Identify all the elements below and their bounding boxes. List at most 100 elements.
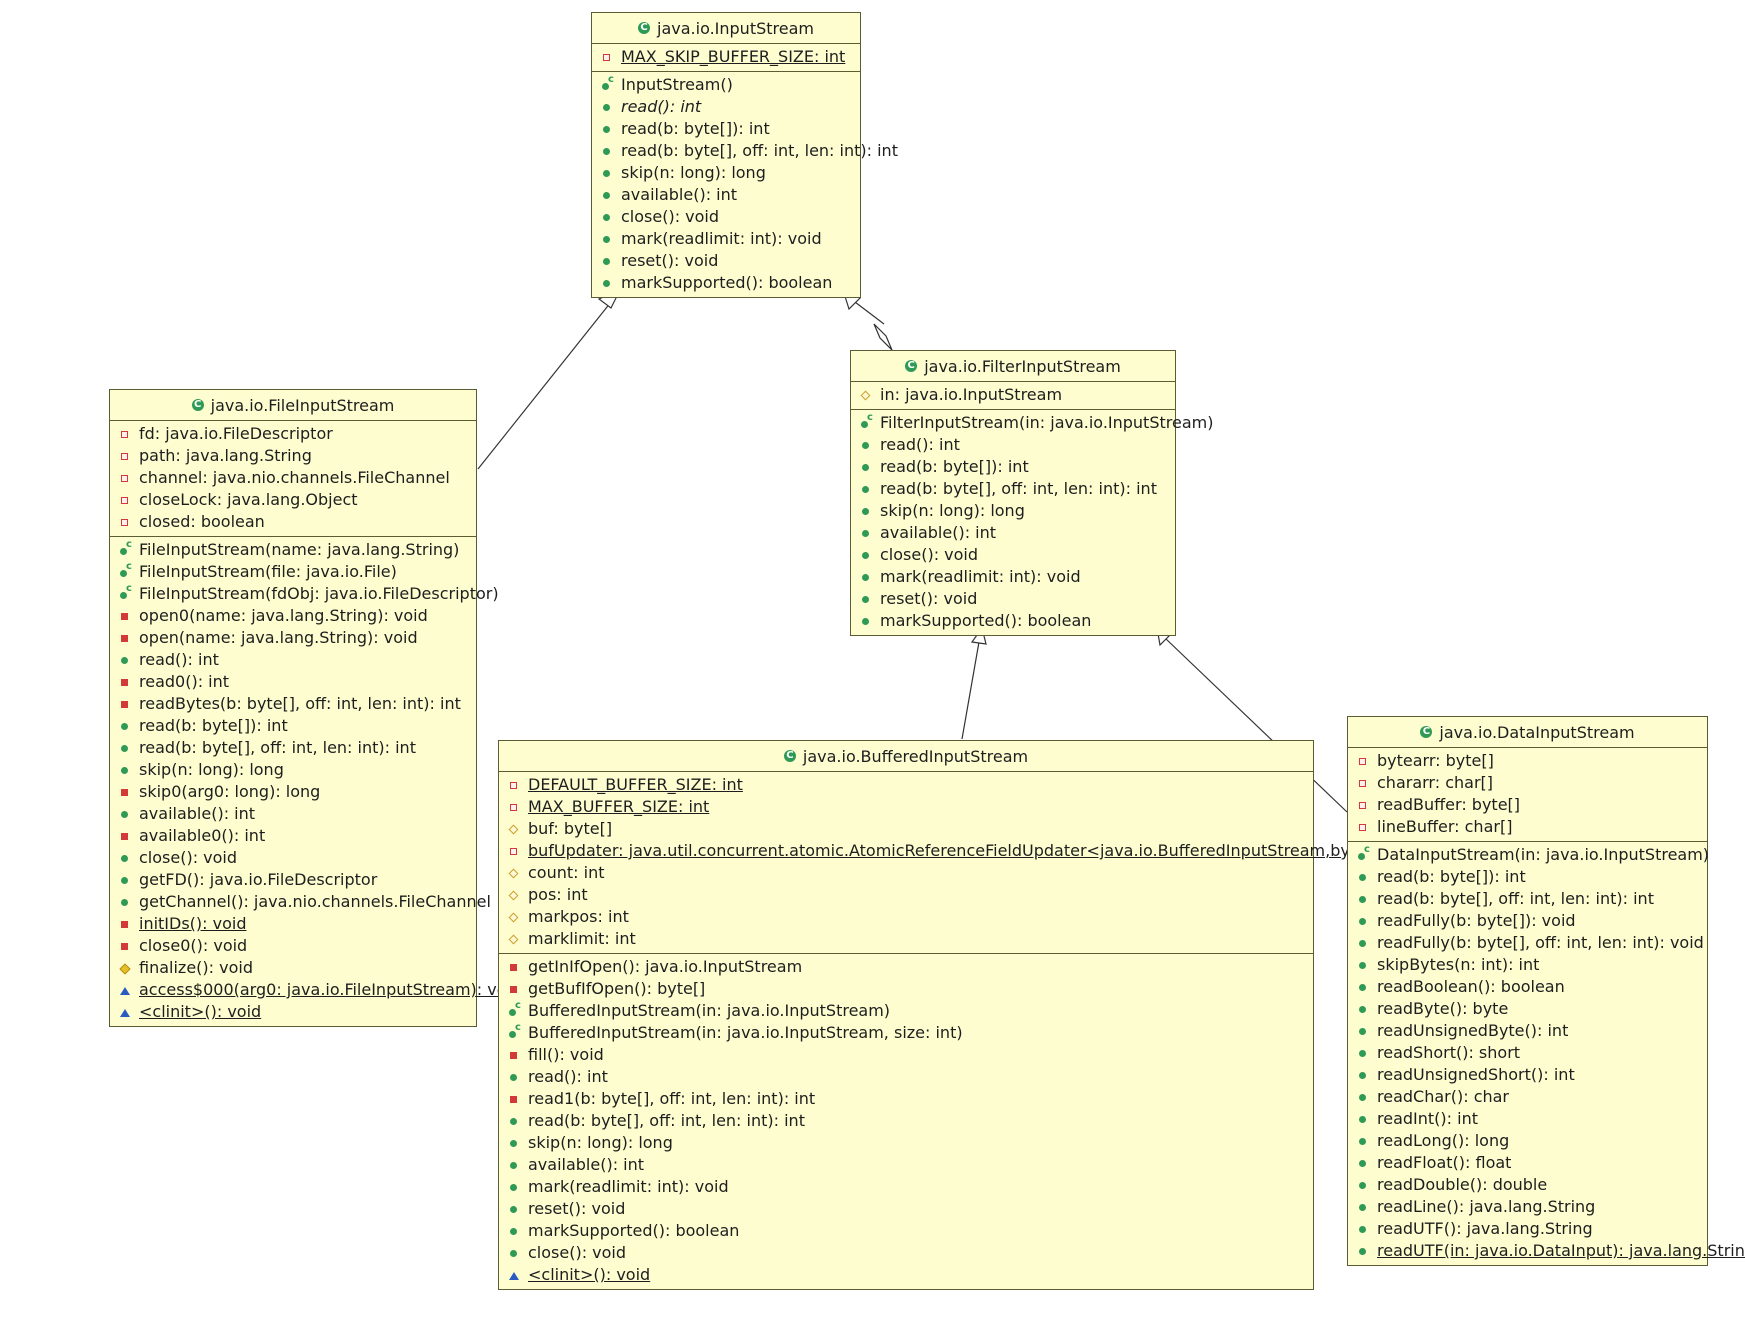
attribute-row[interactable]: closeLock: java.lang.Object xyxy=(110,489,476,511)
operation-row[interactable]: read(b: byte[], off: int, len: int): int xyxy=(110,737,476,759)
operation-row[interactable]: close(): void xyxy=(110,847,476,869)
attribute-row[interactable]: bytearr: byte[] xyxy=(1348,750,1707,772)
operation-row[interactable]: read(): int xyxy=(851,434,1175,456)
operation-row[interactable]: getInIfOpen(): java.io.InputStream xyxy=(499,956,1313,978)
operation-row[interactable]: read(): int xyxy=(110,649,476,671)
operation-row[interactable]: close(): void xyxy=(499,1242,1313,1264)
operation-row[interactable]: close(): void xyxy=(851,544,1175,566)
operation-row[interactable]: close(): void xyxy=(592,206,860,228)
operation-row[interactable]: readUnsignedByte(): int xyxy=(1348,1020,1707,1042)
attribute-row[interactable]: markpos: int xyxy=(499,906,1313,928)
operation-row[interactable]: FilterInputStream(in: java.io.InputStrea… xyxy=(851,412,1213,434)
operation-row[interactable]: FileInputStream(fdObj: java.io.FileDescr… xyxy=(110,583,499,605)
operation-row[interactable]: readInt(): int xyxy=(1348,1108,1707,1130)
operation-row[interactable]: read(b: byte[], off: int, len: int): int xyxy=(851,478,1175,500)
operation-row[interactable]: read(): int xyxy=(592,96,860,118)
operation-row[interactable]: read(b: byte[]): int xyxy=(1348,866,1707,888)
operation-row[interactable]: BufferedInputStream(in: java.io.InputStr… xyxy=(499,1022,1313,1044)
operation-row[interactable]: skipBytes(n: int): int xyxy=(1348,954,1707,976)
operation-row[interactable]: finalize(): void xyxy=(110,957,476,979)
operation-row[interactable]: skip(n: long): long xyxy=(499,1132,1313,1154)
operation-row[interactable]: read(b: byte[], off: int, len: int): int xyxy=(1348,888,1707,910)
attribute-row[interactable]: MAX_BUFFER_SIZE: int xyxy=(499,796,1313,818)
attribute-row[interactable]: path: java.lang.String xyxy=(110,445,476,467)
operation-row[interactable]: read0(): int xyxy=(110,671,476,693)
operation-row[interactable]: mark(readlimit: int): void xyxy=(851,566,1175,588)
operation-row[interactable]: readUnsignedShort(): int xyxy=(1348,1064,1707,1086)
attribute-row[interactable]: bufUpdater: java.util.concurrent.atomic.… xyxy=(499,840,1392,862)
operation-row[interactable]: read(b: byte[], off: int, len: int): int xyxy=(592,140,898,162)
operation-row[interactable]: reset(): void xyxy=(851,588,1175,610)
attribute-row[interactable]: marklimit: int xyxy=(499,928,1313,950)
operation-row[interactable]: <clinit>(): void xyxy=(499,1264,1313,1286)
attribute-row[interactable]: fd: java.io.FileDescriptor xyxy=(110,423,476,445)
operation-row[interactable]: skip(n: long): long xyxy=(592,162,860,184)
operation-row[interactable]: readFully(b: byte[], off: int, len: int)… xyxy=(1348,932,1707,954)
operation-row[interactable]: readFloat(): float xyxy=(1348,1152,1707,1174)
attribute-row[interactable]: closed: boolean xyxy=(110,511,476,533)
attribute-row[interactable]: channel: java.nio.channels.FileChannel xyxy=(110,467,476,489)
operation-row[interactable]: available(): int xyxy=(110,803,476,825)
operation-row[interactable]: mark(readlimit: int): void xyxy=(499,1176,1313,1198)
operation-row[interactable]: initIDs(): void xyxy=(110,913,476,935)
operation-row[interactable]: available(): int xyxy=(499,1154,1313,1176)
attribute-row[interactable]: count: int xyxy=(499,862,1313,884)
operation-row[interactable]: skip(n: long): long xyxy=(110,759,476,781)
operation-row[interactable]: close0(): void xyxy=(110,935,476,957)
operation-row[interactable]: FileInputStream(file: java.io.File) xyxy=(110,561,476,583)
attribute-row[interactable]: in: java.io.InputStream xyxy=(851,384,1175,406)
operation-row[interactable]: readChar(): char xyxy=(1348,1086,1707,1108)
operation-row[interactable]: readLong(): long xyxy=(1348,1130,1707,1152)
operation-row[interactable]: readLine(): java.lang.String xyxy=(1348,1196,1707,1218)
operation-row[interactable]: readUTF(in: java.io.DataInput): java.lan… xyxy=(1348,1240,1745,1262)
operation-row[interactable]: read(b: byte[]): int xyxy=(851,456,1175,478)
operation-row[interactable]: readFully(b: byte[]): void xyxy=(1348,910,1707,932)
operation-row[interactable]: reset(): void xyxy=(499,1198,1313,1220)
operation-row[interactable]: access$000(arg0: java.io.FileInputStream… xyxy=(110,979,521,1001)
operation-row[interactable]: markSupported(): boolean xyxy=(592,272,860,294)
operation-row[interactable]: readBoolean(): boolean xyxy=(1348,976,1707,998)
operation-row[interactable]: markSupported(): boolean xyxy=(851,610,1175,632)
operation-row[interactable]: read1(b: byte[], off: int, len: int): in… xyxy=(499,1088,1313,1110)
operation-row[interactable]: <clinit>(): void xyxy=(110,1001,476,1023)
attribute-row[interactable]: pos: int xyxy=(499,884,1313,906)
operation-row[interactable]: markSupported(): boolean xyxy=(499,1220,1313,1242)
operation-row[interactable]: read(b: byte[]): int xyxy=(592,118,860,140)
operation-row[interactable]: readBytes(b: byte[], off: int, len: int)… xyxy=(110,693,476,715)
operation-row[interactable]: open(name: java.lang.String): void xyxy=(110,627,476,649)
operation-row[interactable]: open0(name: java.lang.String): void xyxy=(110,605,476,627)
operation-row[interactable]: read(b: byte[], off: int, len: int): int xyxy=(499,1110,1313,1132)
operation-row[interactable]: mark(readlimit: int): void xyxy=(592,228,860,250)
operation-row[interactable]: BufferedInputStream(in: java.io.InputStr… xyxy=(499,1000,1313,1022)
operation-row[interactable]: available(): int xyxy=(851,522,1175,544)
operation-row[interactable]: available0(): int xyxy=(110,825,476,847)
operation-row[interactable]: readDouble(): double xyxy=(1348,1174,1707,1196)
operation-row[interactable]: readUTF(): java.lang.String xyxy=(1348,1218,1707,1240)
attribute-row[interactable]: chararr: char[] xyxy=(1348,772,1707,794)
operation-row[interactable]: FileInputStream(name: java.lang.String) xyxy=(110,539,476,561)
operation-row[interactable]: available(): int xyxy=(592,184,860,206)
operation-row[interactable]: skip0(arg0: long): long xyxy=(110,781,476,803)
attribute-row[interactable]: buf: byte[] xyxy=(499,818,1313,840)
operation-row[interactable]: readByte(): byte xyxy=(1348,998,1707,1020)
operation-row[interactable]: reset(): void xyxy=(592,250,860,272)
operation-row[interactable]: getFD(): java.io.FileDescriptor xyxy=(110,869,476,891)
attribute-row[interactable]: DEFAULT_BUFFER_SIZE: int xyxy=(499,774,1313,796)
operation-row[interactable]: InputStream() xyxy=(592,74,860,96)
operation-row[interactable]: read(b: byte[]): int xyxy=(110,715,476,737)
operation-row[interactable]: getBufIfOpen(): byte[] xyxy=(499,978,1313,1000)
attribute-row[interactable]: MAX_SKIP_BUFFER_SIZE: int xyxy=(592,46,860,68)
operation-row[interactable]: DataInputStream(in: java.io.InputStream) xyxy=(1348,844,1709,866)
operation-row[interactable]: getChannel(): java.nio.channels.FileChan… xyxy=(110,891,491,913)
attribute-row[interactable]: readBuffer: byte[] xyxy=(1348,794,1707,816)
operation-row[interactable]: fill(): void xyxy=(499,1044,1313,1066)
attribute-row[interactable]: lineBuffer: char[] xyxy=(1348,816,1707,838)
operation-row[interactable]: skip(n: long): long xyxy=(851,500,1175,522)
operation-row[interactable]: read(): int xyxy=(499,1066,1313,1088)
operation-row[interactable]: readShort(): short xyxy=(1348,1042,1707,1064)
